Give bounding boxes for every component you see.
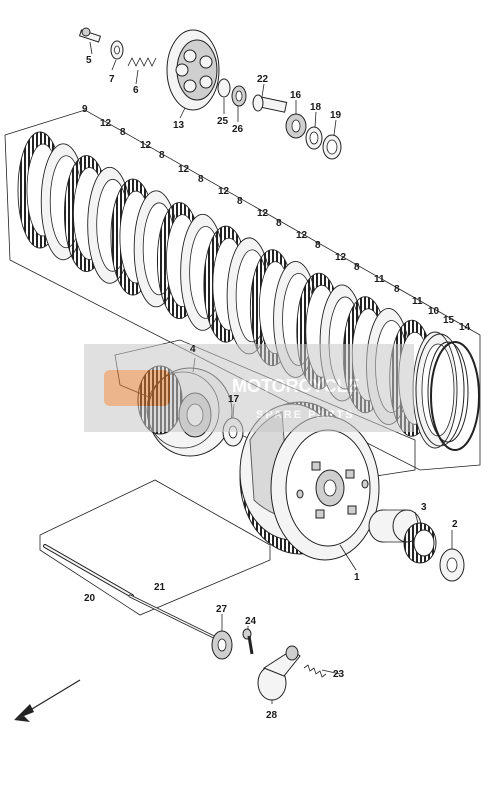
push-rod-21 [128,594,222,642]
housing-frame [39,479,271,616]
callout-27: 27 [216,604,228,615]
washer-7 [110,40,124,60]
callout-12e: 12 [257,208,269,219]
callout-8h: 8 [394,284,400,295]
watermark: MOTORCYCLE SPARE PARTS [84,344,414,432]
callout-4: 4 [190,344,196,355]
callout-26: 26 [232,124,244,135]
spring-6 [127,57,157,67]
callout-12f: 12 [296,230,308,241]
callout-3: 3 [421,502,427,513]
front-direction-arrow [14,679,81,722]
callout-8g: 8 [354,262,360,273]
nut-16 [285,113,307,139]
callout-19: 19 [330,110,342,121]
callout-13: 13 [173,120,185,131]
needle-bearing-3 [403,522,437,564]
pressure-plate-13 [166,29,220,111]
callout-17: 17 [228,394,240,405]
callout-12d: 12 [218,186,230,197]
callout-5: 5 [86,55,92,66]
callout-8f: 8 [315,240,321,251]
watermark-brand: MOTORCYCLE [232,376,360,396]
bolt-24 [242,628,254,655]
callout-23: 23 [333,669,345,680]
callout-14: 14 [459,322,471,333]
oil-seal-27 [211,630,233,660]
primary-driven-gear-1 [239,401,380,561]
callout-8a: 8 [120,127,126,138]
bearing-26 [231,85,247,107]
callout-1: 1 [354,572,360,583]
callout-8c: 8 [198,174,204,185]
plate-stack-frame [4,109,481,471]
callout-11b: 11 [412,296,423,307]
push-rod-20 [43,544,134,598]
leader-lines [89,41,453,704]
callout-12c: 12 [178,164,190,175]
callout-22: 22 [257,74,269,85]
callout-11a: 11 [374,274,385,285]
release-cylinder-28 [257,645,301,701]
callout-24: 24 [245,616,257,627]
wire-circlip-14 [430,341,480,451]
callout-6: 6 [133,85,139,96]
callout-7: 7 [109,74,115,85]
callout-9: 9 [82,104,88,115]
callout-10: 10 [428,306,440,317]
bolt-5 [78,27,102,43]
callout-8e: 8 [276,218,282,229]
callout-18: 18 [310,102,322,113]
washer-18 [305,126,323,150]
push-piece-22 [252,94,288,113]
callout-12a: 12 [100,118,112,129]
watermark-tagline: SPARE PARTS [256,409,355,421]
spring-washer-15 [427,341,469,443]
washer-19 [322,134,342,160]
callout-16: 16 [290,90,302,101]
callout-12g: 12 [335,252,347,263]
callout-15: 15 [443,315,455,326]
seat-ring-10 [415,333,465,447]
bearing-25 [217,78,231,98]
spring-23 [303,664,327,678]
callout-25: 25 [217,116,229,127]
thrust-washer-2 [439,548,465,582]
callout-21: 21 [154,582,166,593]
callout-8d: 8 [237,196,243,207]
callout-8b: 8 [159,150,165,161]
callout-2: 2 [452,519,458,530]
callout-28: 28 [266,710,278,721]
callout-20: 20 [84,593,96,604]
callout-12b: 12 [140,140,152,151]
watermark-logo-shape [104,370,170,406]
callout-labels: 5 7 6 13 25 26 22 16 18 19 9 12 8 12 8 1… [82,55,471,721]
